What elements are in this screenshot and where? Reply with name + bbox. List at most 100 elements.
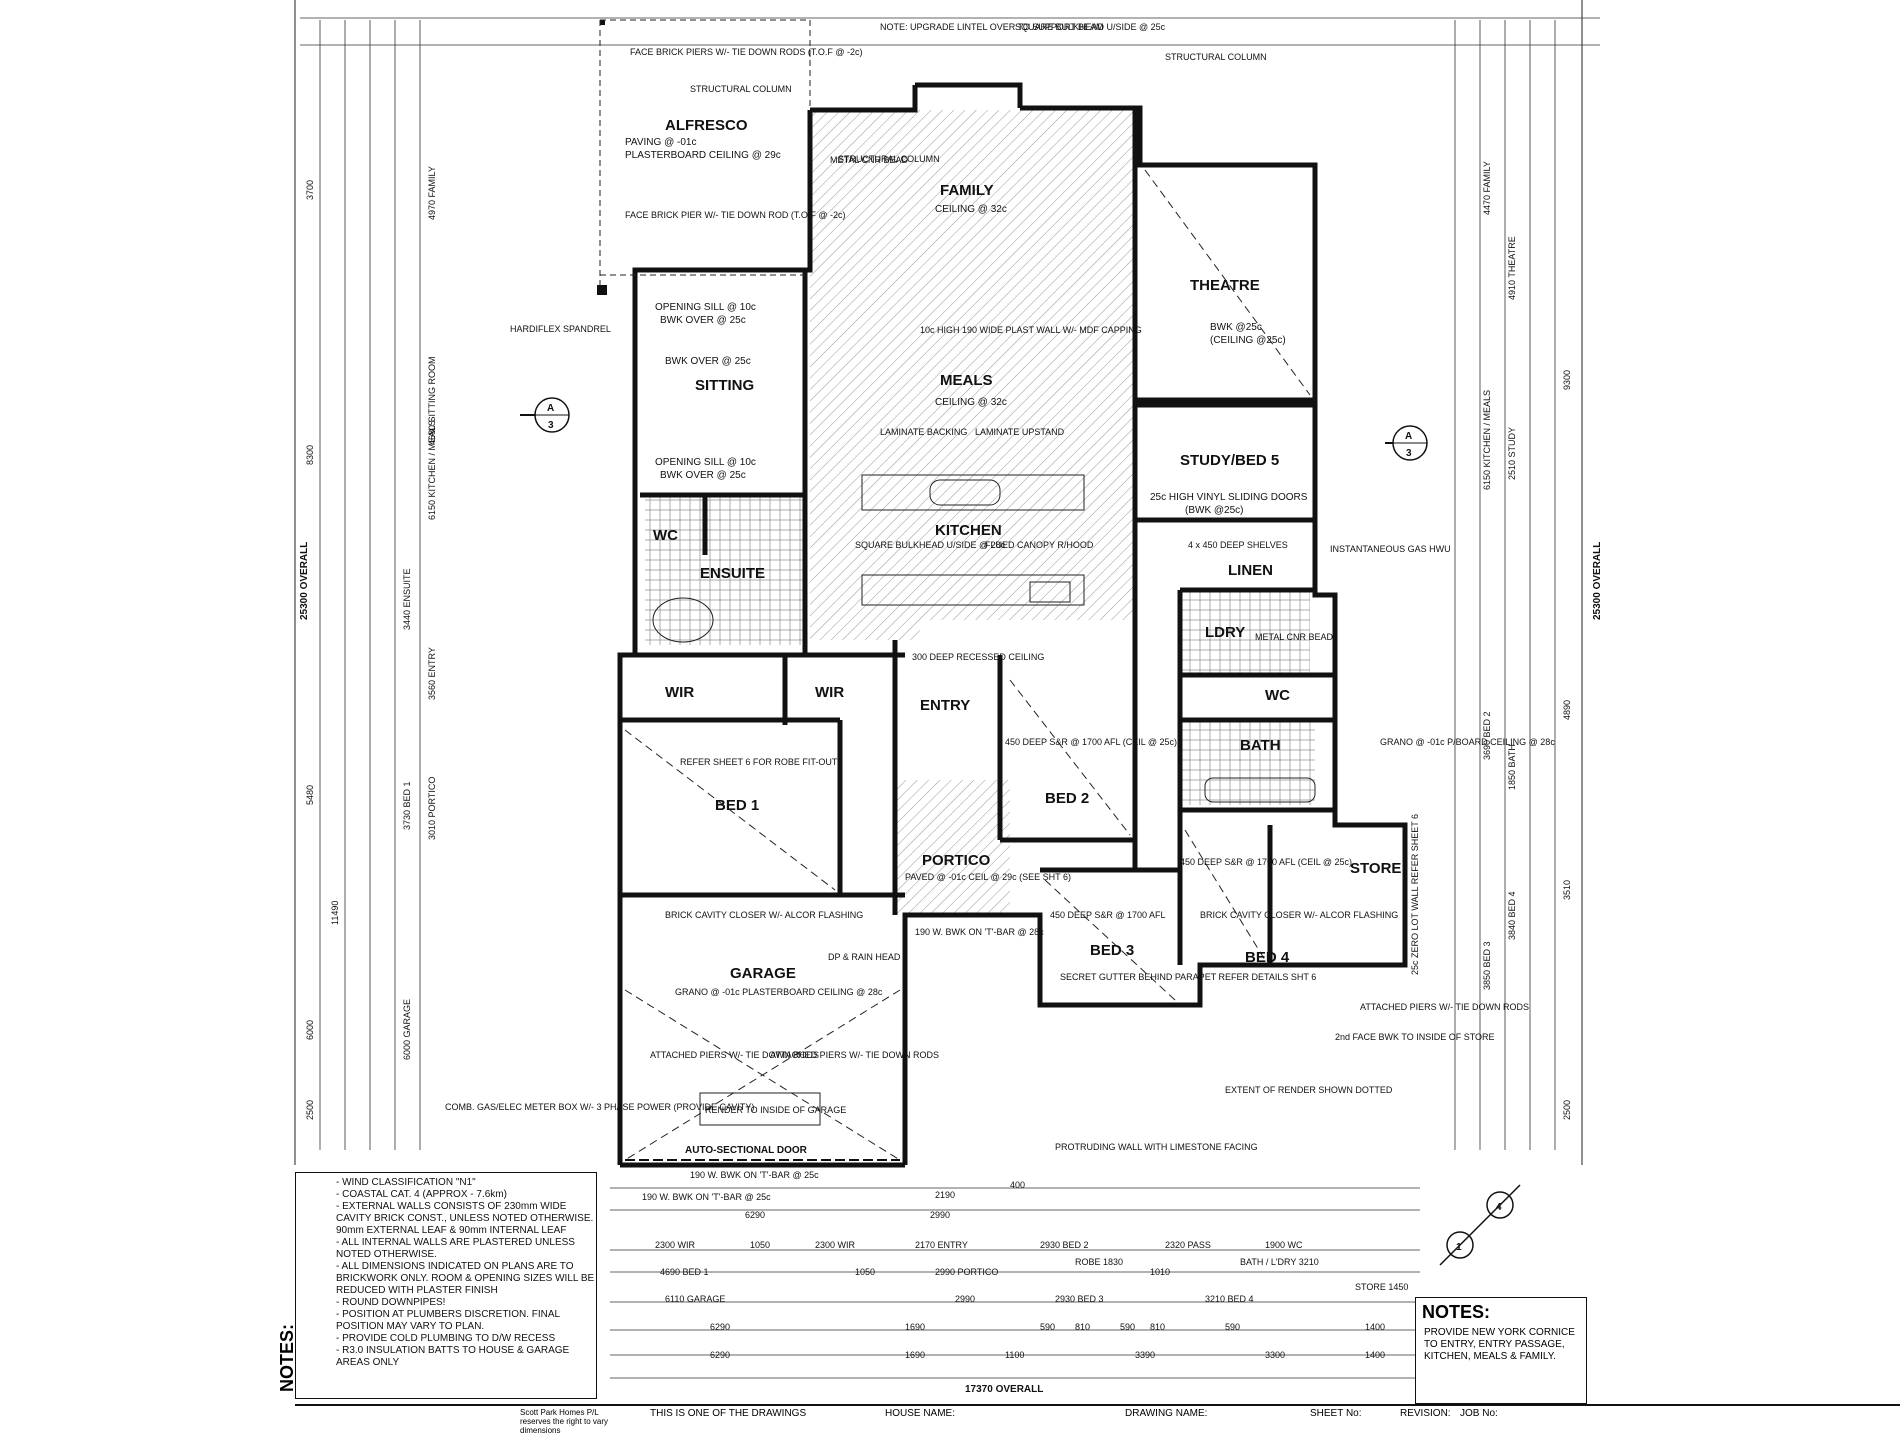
- notes-panel: - WIND CLASSIFICATION "N1" - COASTAL CAT…: [277, 1172, 597, 1399]
- sitting-note-3: BWK OVER @ 25c: [665, 356, 751, 367]
- section-letter-left: A: [547, 403, 554, 414]
- dim-left-ensuite: 3440 ENSUITE: [402, 568, 412, 630]
- bdim-3-2: 590: [1040, 1322, 1055, 1332]
- square-bulkhead-note: SQUARE BULKHEAD U/SIDE @ 25c: [1015, 22, 1166, 32]
- drawings-note: THIS IS ONE OF THE DRAWINGS: [650, 1408, 807, 1419]
- bdim-1-3: ROBE 1830: [1075, 1257, 1123, 1267]
- dim-left-col-2: 5480: [305, 785, 315, 805]
- second-face-note: 2nd FACE BWK TO INSIDE OF STORE: [1335, 1032, 1495, 1042]
- sheet-no-label: SHEET No:: [1310, 1408, 1362, 1419]
- bdim-4-5: 1400: [1365, 1350, 1385, 1360]
- dim-left-entry: 3560 ENTRY: [427, 647, 437, 700]
- room-store: STORE: [1350, 860, 1401, 877]
- dim-left-col-1: 8300: [305, 445, 315, 465]
- bdim-0-0: 2300 WIR: [655, 1240, 696, 1250]
- dim-right-col-3: 2500: [1562, 1100, 1572, 1120]
- theatre-note-2: (CEILING @25c): [1210, 335, 1286, 346]
- dim-left-garage: 6000 GARAGE: [402, 999, 412, 1060]
- laminate-backing-note: LAMINATE BACKING: [880, 427, 967, 437]
- metal-cnr-bead-note-2: METAL CNR BEAD: [830, 155, 909, 165]
- structural-column-note: STRUCTURAL COLUMN: [690, 84, 792, 94]
- dim-right-bed4: 3840 BED 4: [1507, 891, 1517, 940]
- dim-left-portico: 3010 PORTICO: [427, 777, 437, 840]
- dim-right-col-1: 4890: [1562, 700, 1572, 720]
- bdim-4-4: 3300: [1265, 1350, 1285, 1360]
- section-sheet-left: 3: [548, 420, 554, 431]
- room-bath: BATH: [1240, 737, 1281, 754]
- note-item: - PROVIDE COLD PLUMBING TO D/W RECESS: [336, 1333, 556, 1344]
- face-brick-piers-note: FACE BRICK PIERS W/- TIE DOWN RODS (T.O.…: [630, 47, 862, 57]
- brick-cavity-note-1: BRICK CAVITY CLOSER W/- ALCOR FLASHING: [665, 910, 863, 920]
- bdim-3-3: 810: [1075, 1322, 1090, 1332]
- room-bed3: BED 3: [1090, 942, 1134, 959]
- house-name-label: HOUSE NAME:: [885, 1408, 956, 1419]
- deep-shelves-note: 4 x 450 DEEP SHELVES: [1188, 540, 1288, 550]
- bed2-sr-note: 450 DEEP S&R @ 1700 AFL (CEIL @ 25c): [1005, 737, 1177, 747]
- bdim-2-3: 3210 BED 4: [1205, 1294, 1254, 1304]
- room-wir-2: WIR: [815, 684, 844, 701]
- note-item: - EXTERNAL WALLS CONSISTS OF 230mm WIDE …: [336, 1201, 594, 1224]
- dim-right-col-0: 9300: [1562, 370, 1572, 390]
- room-wc-ensuite: WC: [653, 527, 678, 544]
- overall-depth-right: 25300 OVERALL: [1592, 542, 1603, 620]
- top-dim-4: 2990: [930, 1210, 950, 1220]
- room-ldry: LDRY: [1205, 624, 1245, 641]
- room-linen: LINEN: [1228, 562, 1273, 579]
- bdim-3-0: 6290: [710, 1322, 730, 1332]
- room-alfresco: ALFRESCO: [665, 117, 748, 134]
- bdim-0-3: 2170 ENTRY: [915, 1240, 968, 1250]
- bdim-2-2: 2930 BED 3: [1055, 1294, 1104, 1304]
- room-wir-1: WIR: [665, 684, 694, 701]
- bdim-4-0: 6290: [710, 1350, 730, 1360]
- upgrade-lintel-note: NOTE: UPGRADE LINTEL OVER TO SUPPORT BEA…: [880, 22, 1104, 32]
- bdim-3-6: 590: [1225, 1322, 1240, 1332]
- dim-right-kitchen: 6150 KITCHEN / MEALS: [1482, 390, 1492, 490]
- face-brick-pier-note: FACE BRICK PIER W/- TIE DOWN ROD (T.O.F …: [625, 210, 845, 220]
- room-kitchen: KITCHEN: [935, 522, 1002, 539]
- laminate-upstand-note: LAMINATE UPSTAND: [975, 427, 1065, 437]
- room-bed1: BED 1: [715, 797, 759, 814]
- alfresco-note-1: PAVING @ -01c: [625, 137, 696, 148]
- room-family: FAMILY: [940, 182, 994, 199]
- dim-right-bed3: 3850 BED 3: [1482, 941, 1492, 990]
- bdim-2-0: 6110 GARAGE: [665, 1294, 725, 1304]
- attached-piers-note-2: ATTACHED PIERS W/- TIE DOWN RODS: [770, 1050, 939, 1060]
- instantaneous-note: INSTANTANEOUS GAS HWU: [1330, 544, 1451, 554]
- kitchen-bulkhead-note: SQUARE BULKHEAD U/SIDE @ 28c: [855, 540, 1006, 550]
- living-area-hatch: [810, 110, 1135, 640]
- bed3-sr-note: 450 DEEP S&R @ 1700 AFL: [1050, 910, 1166, 920]
- dim-left-bed1: 3730 BED 1: [402, 781, 412, 830]
- room-bed4: BED 4: [1245, 949, 1290, 966]
- bdim-4-3: 3390: [1135, 1350, 1155, 1360]
- sitting-note-5: BWK OVER @ 25c: [660, 470, 746, 481]
- overall-width: 17370 OVERALL: [965, 1384, 1043, 1395]
- comb-gas-note: COMB. GAS/ELEC METER BOX W/- 3 PHASE POW…: [445, 1102, 754, 1112]
- laundry-tiles: [1180, 590, 1310, 675]
- protruding-note: PROTRUDING WALL WITH LIMESTONE FACING: [1055, 1142, 1258, 1152]
- garage-note: GRANO @ -01c PLASTERBOARD CEILING @ 28c: [675, 987, 883, 997]
- bdim-2-1: 2990: [955, 1294, 975, 1304]
- render-garage-note: RENDER TO INSIDE OF GARAGE: [705, 1105, 846, 1115]
- room-theatre: THEATRE: [1190, 277, 1260, 294]
- dim-right-study: 2510 STUDY: [1507, 427, 1517, 480]
- portico-hatch: [895, 780, 1010, 915]
- room-study: STUDY/BED 5: [1180, 452, 1279, 469]
- room-wc: WC: [1265, 687, 1290, 704]
- bdim-0-6: 1900 WC: [1265, 1240, 1303, 1250]
- dimension-lines: [300, 17, 1600, 1379]
- robe-diagonals: [624, 169, 1311, 1001]
- alfresco-outline: [597, 19, 811, 295]
- theatre-note-1: BWK @25c: [1210, 322, 1262, 333]
- dim-left-col-0: 3700: [305, 180, 315, 200]
- section-marker-right: A 3: [1385, 425, 1428, 461]
- job-no-label: JOB No:: [1460, 1408, 1498, 1419]
- section-sheet-right: 3: [1406, 448, 1412, 459]
- top-dim-2: 400: [1010, 1180, 1025, 1190]
- bdim-4-2: 1100: [1005, 1350, 1024, 1360]
- title-block: Scott Park Homes P/L reserves the right …: [295, 1404, 1900, 1435]
- garage-details: [624, 989, 901, 1161]
- bdim-3-7: 1400: [1365, 1322, 1385, 1332]
- extent-render-note: EXTENT OF RENDER SHOWN DOTTED: [1225, 1085, 1393, 1095]
- sitting-note-1: OPENING SILL @ 10c: [655, 302, 756, 313]
